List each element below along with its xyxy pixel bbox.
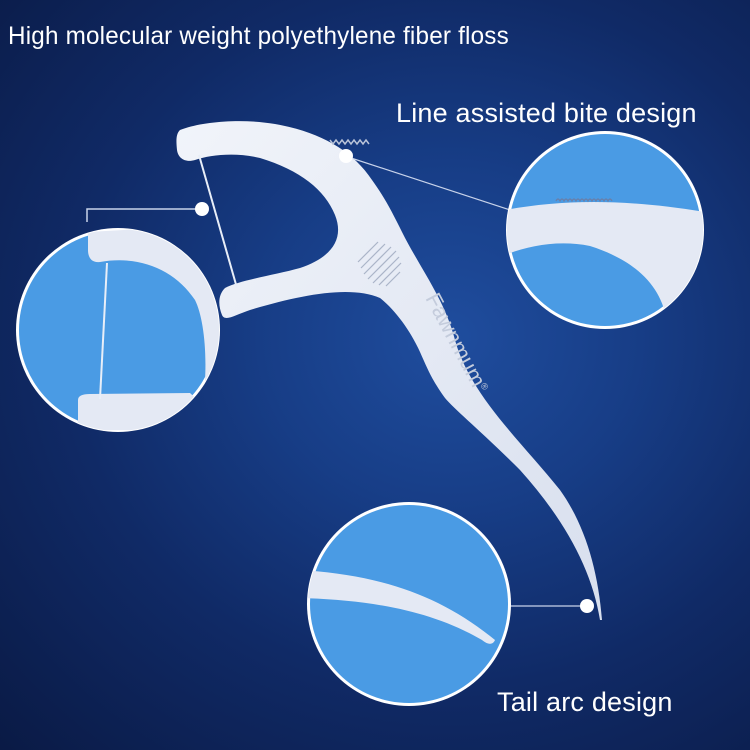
- floss-pick: Fawnmum®: [176, 121, 602, 620]
- callout-label-tail: Tail arc design: [497, 687, 673, 717]
- grip-texture: [357, 241, 402, 287]
- callout-dot-bite: [339, 149, 353, 163]
- callout-bite: [339, 131, 704, 329]
- callout-floss: [16, 202, 220, 432]
- callout-label-bite: Line assisted bite design: [396, 98, 697, 128]
- callout-dot-floss: [195, 202, 209, 216]
- callout-dot-tail: [580, 599, 594, 613]
- floss-line: [198, 154, 238, 289]
- page-title: High molecular weight polyethylene fiber…: [8, 22, 509, 50]
- callout-tail: [307, 502, 594, 706]
